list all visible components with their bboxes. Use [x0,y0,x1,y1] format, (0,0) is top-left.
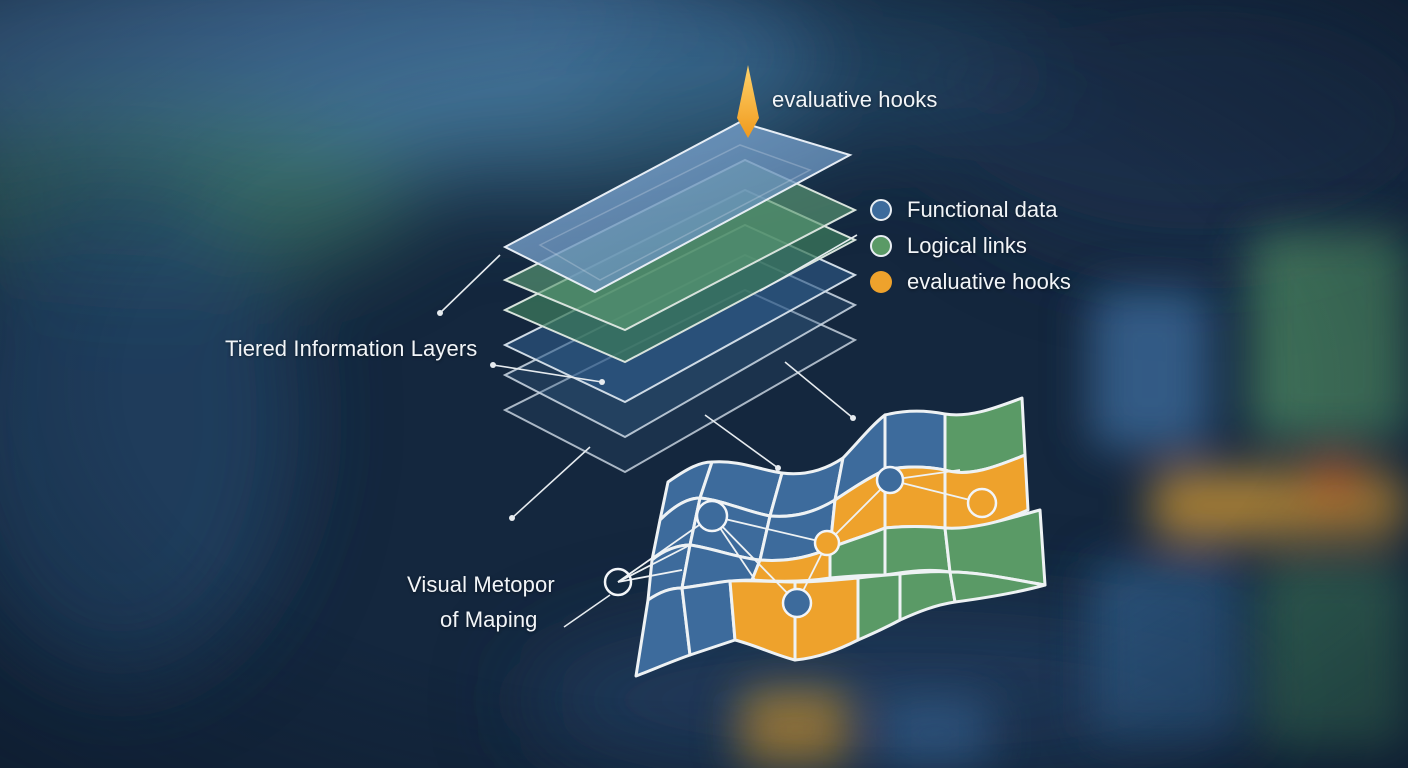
legend-item-logical-links: Logical links [870,231,1027,261]
connector-layers-bottom [511,446,591,519]
logical-links-dot-icon [870,235,892,257]
tiered-layers-label: Tiered Information Layers [225,336,478,361]
layer-1 [502,120,853,294]
top-evaluative-hooks-label: evaluative hooks [772,87,938,112]
map-nodes [603,465,998,619]
map-label-line-2: of Maping [440,607,538,632]
map-tile [948,570,1047,604]
map-node-orange [813,529,841,557]
connector-legend [759,234,858,292]
legend-label: Functional data [907,197,1058,222]
connector-lines [439,234,858,628]
map-node-blue [781,587,813,619]
tiered-layers-stack [502,120,858,474]
map-tile [634,586,692,678]
connector-layers-top [439,254,501,314]
legend-label: evaluative hooks [907,269,1071,294]
legend-item-evaluative-hooks: evaluative hooks [870,267,1071,297]
connector-layer-to-map-right [784,361,854,419]
connector-layers-mid [492,364,603,383]
legend-label: Logical links [907,233,1027,258]
folded-map [634,396,1047,678]
map-node-label-anchor [603,567,633,597]
evaluative-hook-spike-icon [737,65,759,138]
map-tile [883,525,952,577]
functional-data-dot-icon [870,199,892,221]
map-tile [680,579,737,657]
map-label-line-1: Visual Metopor [407,572,555,597]
map-tile [856,572,902,642]
connector-layer-to-map-center [704,414,779,469]
layer-1-inner [538,144,812,281]
evaluative-hooks-dot-icon [870,271,892,293]
map-tile [898,570,957,622]
map-node-blue [875,465,905,495]
legend-item-functional-data: Functional data [870,195,1057,225]
connector-endpoints [437,310,856,521]
map-node-blue [695,499,729,533]
map-tile [883,409,947,472]
map-tile [728,579,797,662]
map-node-orange [966,487,998,519]
connector-map-label [563,594,611,628]
